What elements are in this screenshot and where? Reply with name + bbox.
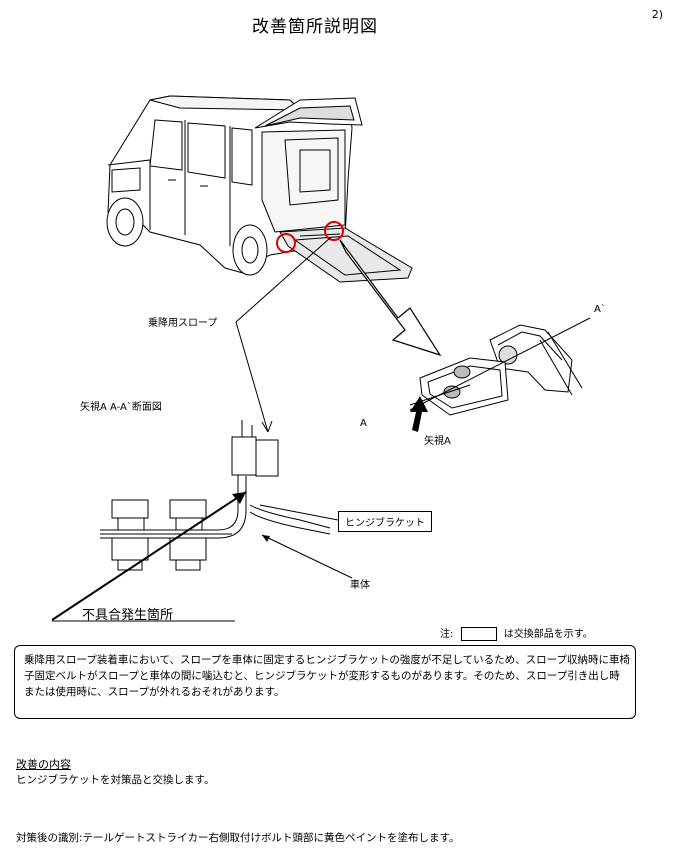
legend-note: 注: は交換部品を示す。 <box>440 625 593 641</box>
description-text: 乗降用スロープ装着車において、スロープを車体に固定するヒンジブラケットの強度が不… <box>24 654 630 698</box>
legend-swatch <box>460 627 497 641</box>
car-body-label: 車体 <box>350 580 370 591</box>
defect-circle-right <box>324 221 344 241</box>
page-title: 改善箇所説明図 <box>252 17 378 37</box>
improvement-heading: 改善の内容 <box>16 758 71 771</box>
description-box <box>14 645 636 719</box>
view-a-section-label: 矢視A A-A`断面図 <box>80 402 162 413</box>
improvement-text: ヒンジブラケットを対策品と交換します。 <box>16 774 215 786</box>
hinge-detail-drawing <box>409 324 583 416</box>
illustration <box>51 95 591 622</box>
legend-suffix: は交換部品を示す。 <box>503 629 593 640</box>
identification-text: 対策後の識別:テールゲートストライカー右側取付けボルト頭部に黄色ペイントを塗布し… <box>16 832 460 844</box>
arrow-view-label: 矢視A <box>424 436 451 447</box>
vehicle-drawing <box>106 95 413 283</box>
hinge-bracket-label: ヒンジブラケット <box>338 511 432 532</box>
section-view-drawing <box>100 420 331 571</box>
point-a-label: A <box>360 418 367 429</box>
point-a-prime-label: A` <box>594 304 606 315</box>
detail-arrow <box>339 239 442 357</box>
ramp-label: 乗降用スロープ <box>148 318 218 329</box>
defect-circle-left <box>276 233 296 253</box>
legend-prefix: 注: <box>440 629 454 640</box>
view-a-arrow <box>410 396 428 432</box>
defect-location-label: 不具合発生箇所 <box>82 608 174 623</box>
page-number: 2) <box>651 8 663 21</box>
